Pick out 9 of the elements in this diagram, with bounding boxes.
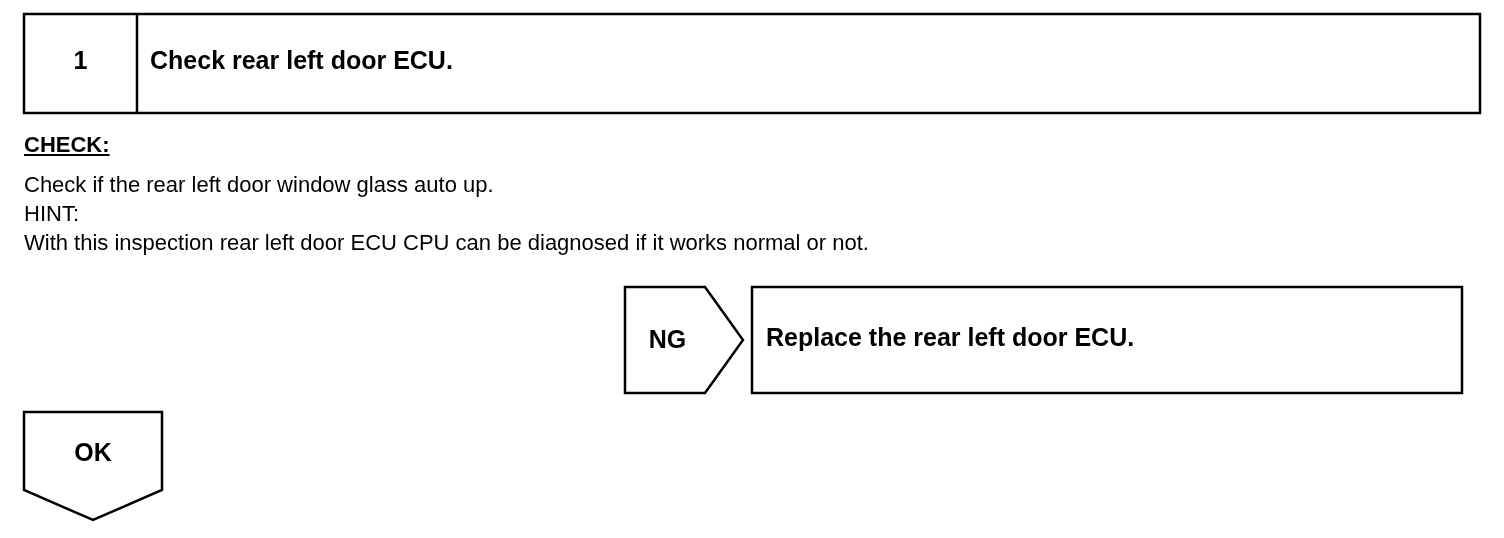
branch-label: NG bbox=[647, 325, 688, 354]
hint-heading: HINT: bbox=[24, 201, 79, 227]
action-text: Replace the rear left door ECU. bbox=[766, 323, 1135, 352]
hint-text: With this inspection rear left door ECU CPU can be diagnosed if it works normal or not. bbox=[24, 230, 869, 256]
check-text: Check if the rear left door window glass auto up. bbox=[24, 172, 494, 198]
branch-label: OK bbox=[73, 438, 113, 467]
step-title: Check rear left door ECU. bbox=[150, 46, 453, 75]
section-heading: CHECK: bbox=[24, 132, 110, 158]
step-number: 1 bbox=[72, 46, 89, 75]
